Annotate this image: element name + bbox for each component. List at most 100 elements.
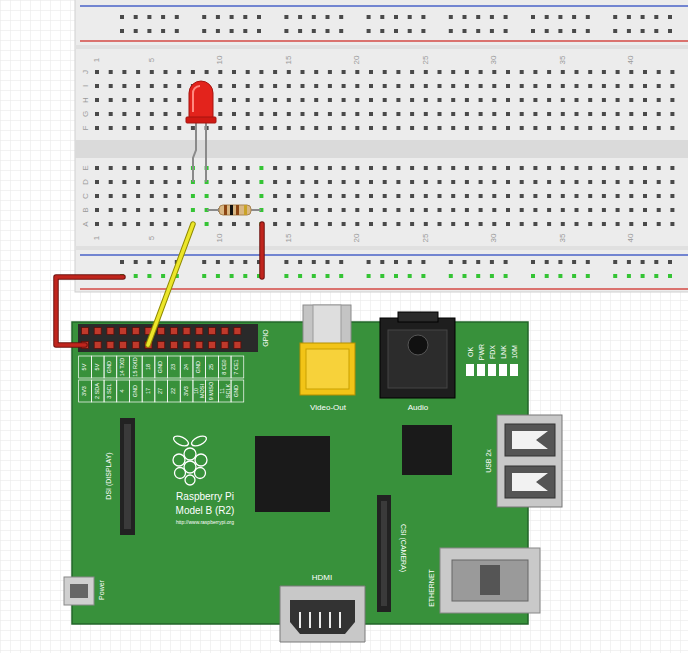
pin-label: 25 [209, 357, 215, 378]
resistor-band [244, 205, 247, 215]
port-label: Audio [408, 404, 428, 412]
gpio-pin [196, 342, 203, 349]
breadboard-hole [520, 194, 524, 198]
breadboard-hole [298, 15, 302, 19]
breadboard-hole [95, 112, 99, 116]
breadboard-hole [588, 194, 592, 198]
breadboard-hole [243, 29, 247, 33]
raspberry-logo [195, 468, 206, 479]
breadboard-hole [161, 260, 165, 264]
breadboard-hole [421, 15, 425, 19]
breadboard-hole [120, 260, 124, 264]
breadboard-hole [438, 98, 442, 102]
breadboard-hole [122, 180, 126, 184]
breadboard-hole [657, 180, 661, 184]
breadboard-hole [629, 222, 633, 226]
breadboard-hole [627, 274, 631, 278]
audio-jack [388, 330, 447, 388]
gpio-pin [107, 328, 114, 335]
breadboard-hole [492, 208, 496, 212]
breadboard-hole [109, 208, 113, 212]
breadboard-hole [287, 166, 291, 170]
breadboard-hole [408, 15, 412, 19]
breadboard-hole [177, 222, 181, 226]
breadboard-hole [449, 29, 453, 33]
breadboard-hole [246, 194, 250, 198]
breadboard-hole [643, 112, 647, 116]
breadboard-hole [506, 166, 510, 170]
breadboard-hole [533, 126, 537, 130]
pin-label: 5V [82, 357, 88, 378]
breadboard-hole [287, 84, 291, 88]
breadboard-hole [164, 84, 168, 88]
breadboard-hole [230, 274, 234, 278]
breadboard-hole [438, 194, 442, 198]
breadboard-hole [504, 29, 508, 33]
breadboard-hole [602, 84, 606, 88]
breadboard-hole [643, 84, 647, 88]
breadboard-hole [136, 222, 140, 226]
breadboard-hole [369, 180, 373, 184]
column-number: 35 [559, 234, 567, 243]
breadboard-hole [588, 70, 592, 74]
pin-label-cell [168, 380, 181, 402]
gpio-pin [183, 328, 190, 335]
breadboard-hole [643, 166, 647, 170]
breadboard-hole [243, 260, 247, 264]
breadboard-hole [246, 84, 250, 88]
breadboard-hole [287, 208, 291, 212]
breadboard-hole [520, 222, 524, 226]
breadboard-hole [259, 126, 263, 130]
breadboard-hole [150, 126, 154, 130]
row-letter: H [82, 97, 90, 103]
breadboard-hole [218, 166, 222, 170]
breadboard-hole [586, 274, 590, 278]
breadboard-hole [177, 84, 181, 88]
pin-label: 10 MOSI [194, 381, 205, 402]
row-letter: I [82, 85, 90, 87]
column-number: 40 [627, 234, 635, 243]
breadboard-hole [164, 126, 168, 130]
breadboard-hole [520, 84, 524, 88]
breadboard-hole [504, 260, 508, 264]
breadboard-hole [520, 70, 524, 74]
row-letter: F [82, 126, 90, 131]
breadboard-hole [506, 112, 510, 116]
breadboard-hole [259, 70, 263, 74]
breadboard-hole [396, 166, 400, 170]
breadboard-hole [627, 29, 631, 33]
breadboard-hole [588, 180, 592, 184]
breadboard-hole [451, 84, 455, 88]
breadboard-hole [273, 222, 277, 226]
led-leg [205, 122, 207, 182]
breadboard-hole [643, 208, 647, 212]
breadboard-hole [479, 180, 483, 184]
pin-label: 9 MISO [209, 381, 215, 402]
breadboard-hole [641, 29, 645, 33]
led-label: LNK [500, 345, 507, 359]
breadboard-hole [670, 208, 674, 212]
breadboard-hole [383, 112, 387, 116]
breadboard-hole [670, 84, 674, 88]
breadboard-hole [602, 126, 606, 130]
breadboard-hole [232, 166, 236, 170]
breadboard-hole [369, 98, 373, 102]
breadboard-hole [492, 70, 496, 74]
breadboard-hole [369, 126, 373, 130]
breadboard-hole [134, 260, 138, 264]
breadboard-hole [616, 208, 620, 212]
breadboard-hole [451, 194, 455, 198]
breadboard-hole [147, 274, 151, 278]
column-number: 35 [559, 56, 567, 65]
port-label: Power [98, 580, 105, 600]
breadboard-hole [383, 208, 387, 212]
breadboard-hole [668, 15, 672, 19]
breadboard-hole [575, 112, 579, 116]
pin-label-cell [206, 380, 219, 402]
breadboard-hole [301, 84, 305, 88]
raspberry-logo [185, 475, 195, 485]
breadboard-hole [355, 112, 359, 116]
breadboard-hole [396, 180, 400, 184]
pin-label-cells [79, 356, 244, 402]
breadboard-hole [367, 29, 371, 33]
